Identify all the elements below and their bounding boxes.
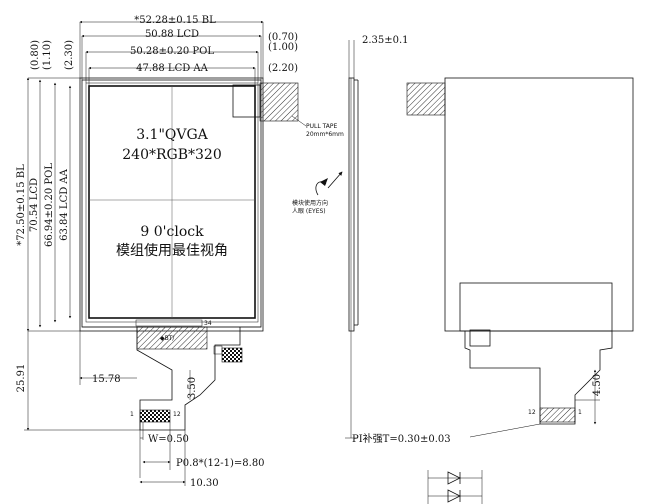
led-schematic bbox=[427, 470, 483, 504]
pin-12-front: 12 bbox=[173, 411, 181, 418]
pull-tape-size: 20mm*6mm bbox=[306, 131, 344, 138]
back-outline bbox=[444, 77, 634, 332]
fpc-component bbox=[221, 347, 243, 363]
aa-height: 63.84 LCD AA bbox=[59, 168, 70, 241]
fpc-length: 25.91 bbox=[16, 364, 27, 393]
tol-100: (1.00) bbox=[268, 42, 298, 53]
view-direction: 9 0'clock bbox=[140, 224, 204, 240]
pol-height: 66.94±0.20 POL bbox=[44, 163, 55, 247]
front-view: PULL TAPE 20mm*6mm 3.1"QVGA 240*RGB*320 … bbox=[79, 77, 344, 431]
polarizer-outline bbox=[85, 82, 259, 323]
fpc-350: 3.50 bbox=[187, 377, 198, 399]
side-panel bbox=[348, 77, 355, 332]
pin-12-back: 12 bbox=[528, 409, 536, 416]
tol-220: (2.20) bbox=[268, 63, 298, 74]
backlight-outline bbox=[79, 77, 264, 332]
left-230: (2.30) bbox=[64, 40, 75, 70]
pitch-w: W=0.50 bbox=[148, 434, 189, 445]
display-resolution: 240*RGB*320 bbox=[122, 147, 221, 163]
pull-tape-hatch bbox=[259, 82, 299, 122]
pitch-dimensions: W=0.50 P0.8*(12-1)=8.80 10.30 bbox=[139, 422, 265, 489]
height-dimensions: *72.50±0.15 BL 70.54 LCD 66.94±0.20 POL … bbox=[16, 40, 198, 431]
thickness: 2.35±0.1 bbox=[362, 35, 409, 46]
back-view: 12 1 4.50 bbox=[406, 77, 634, 425]
pin-34: 34 bbox=[204, 320, 212, 327]
lcd-width: 50.88 LCD bbox=[145, 29, 199, 40]
back-gold-fingers bbox=[539, 407, 576, 423]
side-view: 2.35±0.1 模块使用方向 人眼 (EYES) bbox=[292, 35, 409, 439]
ic-area bbox=[135, 319, 203, 327]
pin-1-back: 1 bbox=[578, 409, 582, 416]
direction-label-2: 人眼 (EYES) bbox=[292, 208, 326, 215]
back-lower-tab bbox=[459, 282, 613, 332]
bl-height: *72.50±0.15 BL bbox=[16, 164, 27, 246]
fpc-mark: ◆BT/ bbox=[160, 335, 175, 342]
gold-fingers-front bbox=[139, 409, 171, 423]
pitch-p: P0.8*(12-1)=8.80 bbox=[176, 458, 265, 469]
pin-1-front: 1 bbox=[130, 411, 134, 418]
pull-tape-box bbox=[232, 84, 261, 118]
display-size: 3.1"QVGA bbox=[136, 127, 208, 143]
view-direction-cn: 模组使用最佳视角 bbox=[116, 242, 228, 259]
pol-width: 50.28±0.20 POL bbox=[130, 46, 214, 57]
back-connector-pad bbox=[469, 329, 491, 347]
bl-width: *52.28±0.15 BL bbox=[134, 15, 216, 26]
width-dimensions: *52.28±0.15 BL 50.88 LCD 50.28±0.20 POL … bbox=[79, 15, 298, 86]
stiffener-450: 4.50 bbox=[592, 374, 603, 396]
pull-tape-label: PULL TAPE bbox=[306, 123, 338, 130]
direction-label-1: 模块使用方向 bbox=[292, 199, 328, 207]
left-080: (0.80) bbox=[30, 40, 41, 70]
aa-width: 47.88 LCD AA bbox=[136, 63, 209, 74]
tol-070: (0.70) bbox=[268, 32, 298, 43]
left-110: (1.10) bbox=[42, 40, 53, 70]
pi-stiffener: PI补强T=0.30±0.03 bbox=[352, 432, 451, 445]
back-pull-tape bbox=[406, 82, 446, 116]
fpc-width: 10.30 bbox=[190, 478, 219, 489]
fpc-offset: 15.78 bbox=[92, 374, 121, 385]
lcd-height: 70.54 LCD bbox=[29, 178, 40, 232]
